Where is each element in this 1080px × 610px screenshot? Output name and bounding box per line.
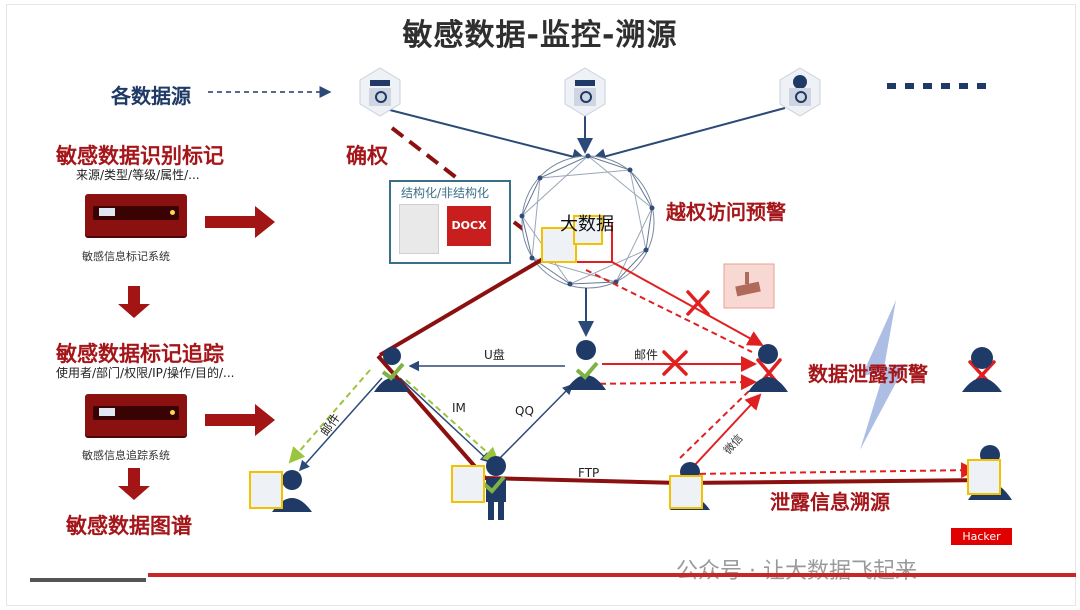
- identify-title: 敏感数据识别标记: [56, 143, 224, 168]
- hacker-label: Hacker: [951, 528, 1012, 545]
- user-icon-left: [374, 347, 410, 392]
- trace-label: 泄露信息溯源: [770, 490, 890, 514]
- hacker-alert-icon: [962, 347, 1002, 392]
- database-icon-2: [564, 67, 606, 117]
- overreach-alert-label: 越权访问预警: [666, 200, 786, 224]
- marking-server-caption: 敏感信息标记系统: [82, 250, 170, 263]
- user-icon-center: [566, 340, 606, 390]
- edge-mail-green: [288, 369, 371, 464]
- bigdata-label: 大数据: [560, 214, 614, 235]
- track-subtitle: 使用者/部门/权限/IP/操作/目的/...: [56, 366, 235, 380]
- tracking-server-caption: 敏感信息追踪系统: [82, 449, 170, 462]
- leak-path: [376, 354, 991, 486]
- edge-wechat: [691, 393, 762, 469]
- sources-label: 各数据源: [111, 84, 191, 108]
- document-icon: [399, 204, 439, 254]
- marking-server-icon: [85, 194, 187, 236]
- edge-qq: [499, 383, 574, 459]
- leak-alert-label: 数据泄露预警: [808, 362, 928, 386]
- edge-mail-left: [299, 377, 383, 472]
- edge-hub-user-left: [378, 254, 550, 357]
- right-arrow-2: [205, 404, 275, 436]
- database-icon-3: [779, 67, 821, 117]
- docx-icon: DOCX: [447, 206, 491, 246]
- edge-overreach-solid: [611, 261, 764, 346]
- edge-overreach-dashed: [585, 269, 753, 353]
- edge-im-green: [405, 379, 500, 464]
- edge-label-mail: 邮件: [634, 348, 659, 362]
- right-arrow-1: [205, 206, 275, 238]
- leak-path-dashed: [689, 462, 977, 479]
- down-arrow-1: [118, 286, 150, 318]
- identify-subtitle: 来源/类型/等级/属性/...: [76, 168, 200, 182]
- user-icon-right: [748, 344, 788, 392]
- edge-source3-hub: [590, 107, 786, 165]
- edge-mail-right-dashed: [579, 374, 757, 391]
- graph-title: 敏感数据图谱: [66, 513, 192, 538]
- lightning-bolt-icon: [860, 300, 906, 450]
- edge-label-usb: U盘: [484, 348, 505, 362]
- camera-icon: [723, 263, 775, 309]
- track-title: 敏感数据标记追踪: [56, 341, 224, 366]
- struct-unstruct-box: 结构化/非结构化 DOCX: [389, 180, 511, 264]
- confirm-label: 确权: [346, 143, 388, 168]
- tracking-server-icon: [85, 394, 187, 436]
- struct-label: 结构化/非结构化: [401, 186, 490, 200]
- more-sources-dots: [887, 83, 986, 89]
- tag-icon-ftp: [669, 475, 703, 509]
- tag-icon-bottom-center: [451, 465, 485, 503]
- tag-icon-hacker: [967, 459, 1001, 495]
- slide-frame: [6, 4, 1076, 606]
- edge-wechat-dashed: [679, 389, 751, 459]
- docx-label: DOCX: [451, 219, 487, 232]
- down-arrow-2: [118, 468, 150, 500]
- footer-bar-dark: [30, 578, 146, 582]
- slide-title: 敏感数据-监控-溯源: [402, 18, 678, 53]
- watermark: 公众号 · 让大数据飞起来: [676, 559, 917, 584]
- edge-source1-hub: [381, 107, 588, 165]
- edge-label-im: IM: [452, 401, 466, 415]
- edge-im: [399, 377, 492, 464]
- user-icon-bottom-center: [482, 456, 506, 520]
- hub-tag-icon-2: [573, 215, 603, 245]
- footer-bar-red: [148, 573, 1076, 577]
- tag-icon-bottom-left: [249, 471, 283, 509]
- edge-label-qq: QQ: [515, 404, 534, 418]
- database-icon-1: [359, 67, 401, 117]
- edge-label-ftp: FTP: [578, 466, 600, 480]
